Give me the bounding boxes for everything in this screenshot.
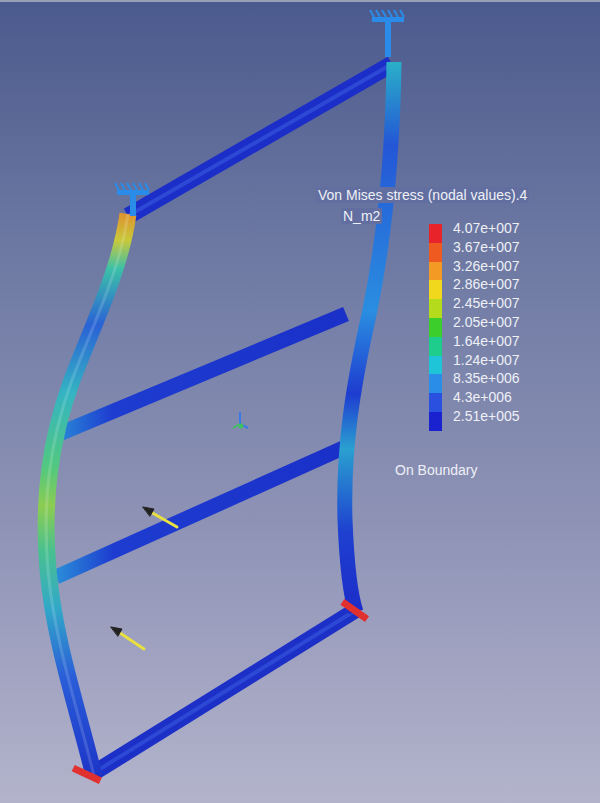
legend-value: 3.26e+007 [453, 258, 520, 274]
legend-title: Von Mises stress (nodal values).4 [316, 187, 529, 203]
color-swatch [429, 356, 442, 375]
legend-value: 2.51e+005 [453, 408, 520, 424]
color-swatch [429, 393, 442, 412]
legend-value: 4.3e+006 [453, 389, 512, 405]
legend-value: 1.64e+007 [453, 333, 520, 349]
color-swatch [429, 337, 442, 356]
legend-value: 8.35e+006 [453, 370, 520, 386]
legend-value: 2.05e+007 [453, 314, 520, 330]
legend-value: 2.45e+007 [453, 295, 520, 311]
color-swatch [429, 412, 442, 431]
legend-value: 3.67e+007 [453, 239, 520, 255]
color-swatch [429, 224, 442, 243]
color-swatch [429, 280, 442, 299]
boundary-note: On Boundary [395, 462, 478, 478]
legend-value: 2.86e+007 [453, 276, 520, 292]
color-swatch [429, 262, 442, 281]
color-swatch [429, 243, 442, 262]
color-swatch [429, 318, 442, 337]
color-swatch [429, 299, 442, 318]
legend-value: 4.07e+007 [453, 220, 520, 236]
window-edge [0, 0, 600, 2]
unit-label: N_m2 [341, 208, 382, 224]
color-swatch [429, 374, 442, 393]
legend-value: 1.24e+007 [453, 352, 520, 368]
